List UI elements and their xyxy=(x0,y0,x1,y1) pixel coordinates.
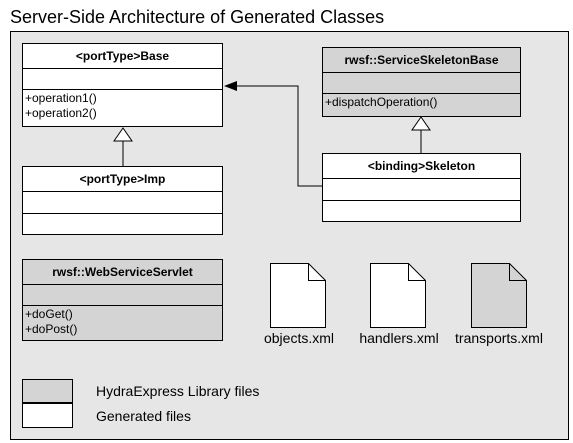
file-icon-transports xyxy=(471,263,527,328)
class-binding-skeleton: <binding>Skeleton xyxy=(322,153,521,222)
class-porttype-imp: <portType>Imp xyxy=(22,166,223,235)
class-service-skeleton-base: rwsf::ServiceSkeletonBase +dispatchOpera… xyxy=(322,47,521,117)
association-line-skeleton-base xyxy=(236,85,322,187)
class-attributes xyxy=(323,73,520,94)
class-name: <binding>Skeleton xyxy=(323,154,520,179)
class-attributes xyxy=(323,179,520,201)
legend-label-library: HydraExpress Library files xyxy=(96,383,260,399)
class-operations: +operation1() +operation2() xyxy=(23,90,222,122)
class-name: rwsf::ServiceSkeletonBase xyxy=(323,48,520,73)
inheritance-arrow-imp-base xyxy=(113,127,133,142)
file-icon-objects xyxy=(270,263,326,328)
file-label-transports: transports.xml xyxy=(455,330,543,346)
file-icon-handlers xyxy=(370,263,426,328)
class-attributes xyxy=(23,192,222,214)
diagram-title: Server-Side Architecture of Generated Cl… xyxy=(10,7,385,27)
legend-label-generated: Generated files xyxy=(96,408,191,424)
operation-item: +dispatchOperation() xyxy=(325,95,438,109)
class-name: rwsf::WebServiceServlet xyxy=(23,260,222,285)
association-arrow-skeleton-base xyxy=(224,81,237,91)
class-operations: +dispatchOperation() xyxy=(323,94,520,111)
class-attributes xyxy=(23,69,222,90)
class-name: <portType>Imp xyxy=(23,167,222,192)
operation-item: +operation2() xyxy=(25,106,97,120)
class-porttype-base: <portType>Base +operation1() +operation2… xyxy=(22,43,223,127)
file-label-handlers: handlers.xml xyxy=(359,330,439,346)
class-name: <portType>Base xyxy=(23,44,222,69)
class-web-service-servlet: rwsf::WebServiceServlet +doGet() +doPost… xyxy=(22,259,223,341)
legend-swatch-library xyxy=(22,379,73,403)
class-operations xyxy=(323,201,520,203)
class-operations: +doGet() +doPost() xyxy=(23,306,222,338)
operation-item: +doPost() xyxy=(25,322,78,336)
class-attributes xyxy=(23,285,222,306)
legend-swatch-generated xyxy=(22,403,73,428)
file-label-objects: objects.xml xyxy=(263,330,335,346)
operation-item: +doGet() xyxy=(25,307,73,321)
inheritance-arrow-skeleton-base xyxy=(411,116,431,131)
class-operations xyxy=(23,214,222,216)
operation-item: +operation1() xyxy=(25,91,97,105)
